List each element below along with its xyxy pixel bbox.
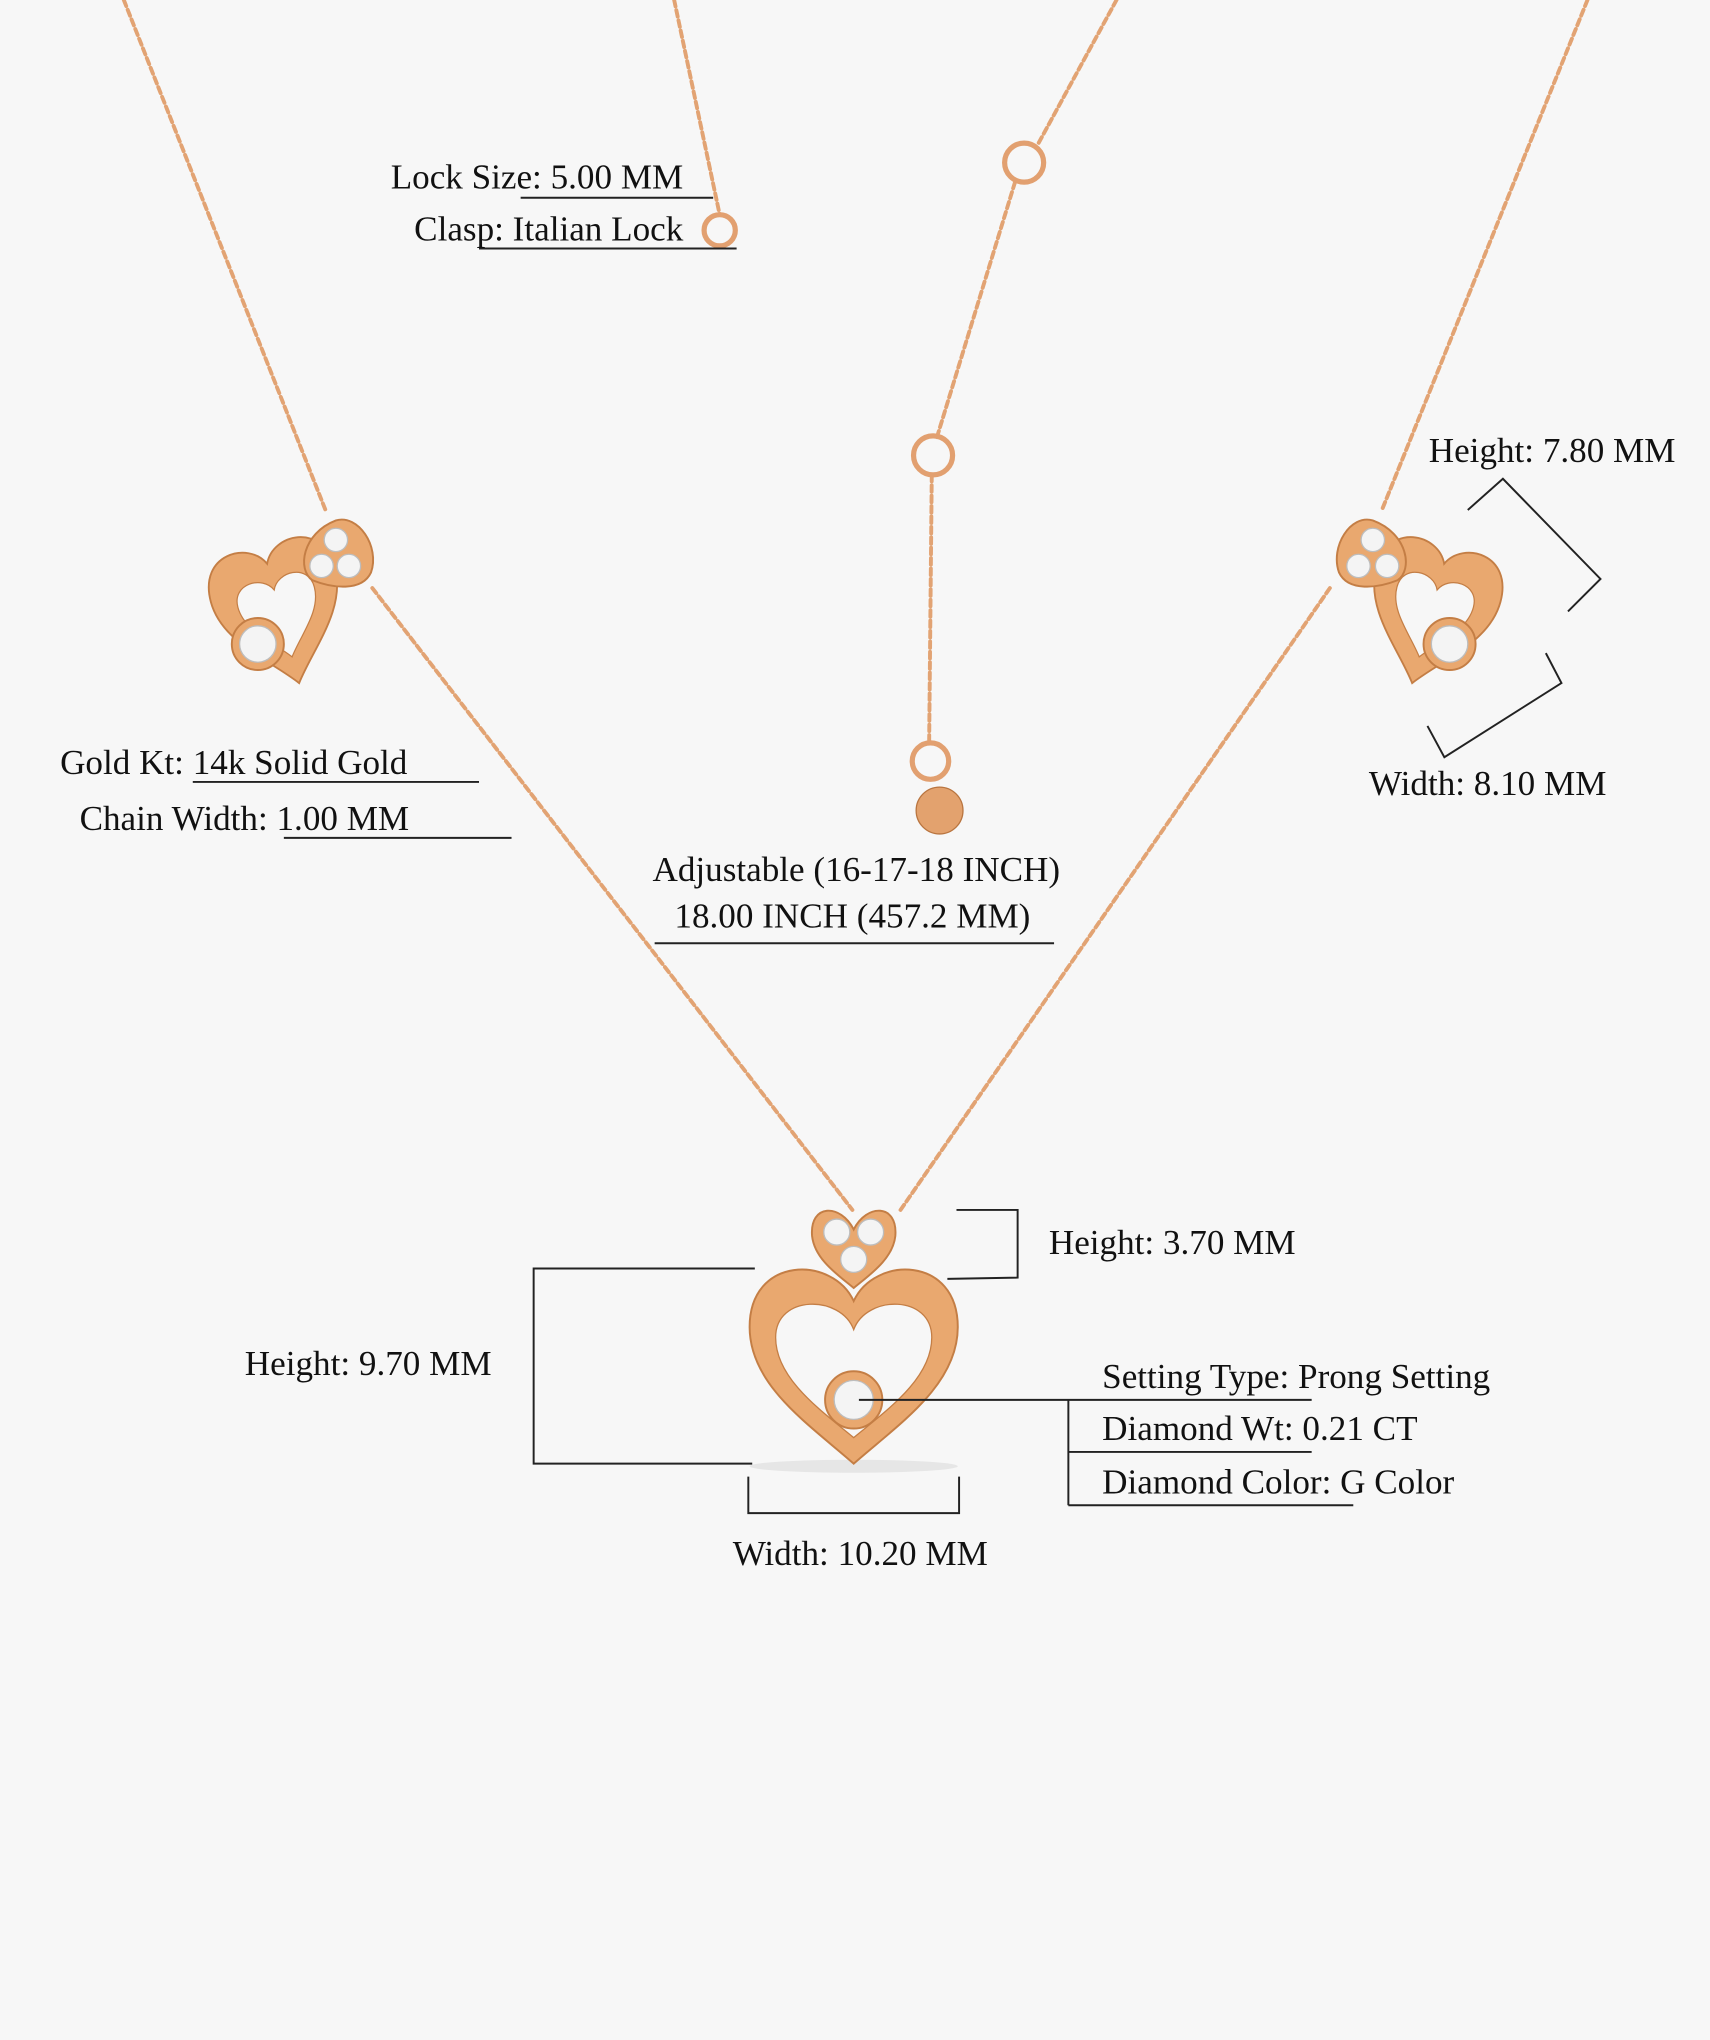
pendant-height-label: Height: 9.70 MM — [245, 1344, 492, 1383]
side-width-label: Width: 8.10 MM — [1369, 764, 1607, 803]
side-height-label: Height: 7.80 MM — [1429, 431, 1676, 470]
adjustable-label: Adjustable (16-17-18 INCH) — [653, 850, 1061, 889]
clasp-icon — [701, 212, 738, 249]
center-heart-pendant — [748, 1209, 959, 1473]
left-heart-charm — [199, 518, 374, 701]
diamond-wt-label: Diamond Wt: 0.21 CT — [1102, 1409, 1417, 1448]
diamond-color-label: Diamond Color: G Color — [1102, 1463, 1454, 1502]
dimension-lines — [192, 196, 1602, 1515]
setting-type-label: Setting Type: Prong Setting — [1102, 1357, 1490, 1396]
pendant-width-label: Width: 10.20 MM — [733, 1534, 988, 1573]
length-label: 18.00 INCH (457.2 MM) — [674, 897, 1030, 936]
right-heart-charm — [1335, 518, 1512, 701]
extender-rings — [909, 140, 1047, 835]
clasp-label: Clasp: Italian Lock — [414, 210, 684, 249]
lock-size-label: Lock Size: 5.00 MM — [391, 158, 684, 197]
gold-kt-label: Gold Kt: 14k Solid Gold — [60, 743, 408, 782]
chain — [121, 0, 1590, 1212]
bail-height-label: Height: 3.70 MM — [1049, 1223, 1296, 1262]
chain-width-label: Chain Width: 1.00 MM — [80, 799, 410, 838]
